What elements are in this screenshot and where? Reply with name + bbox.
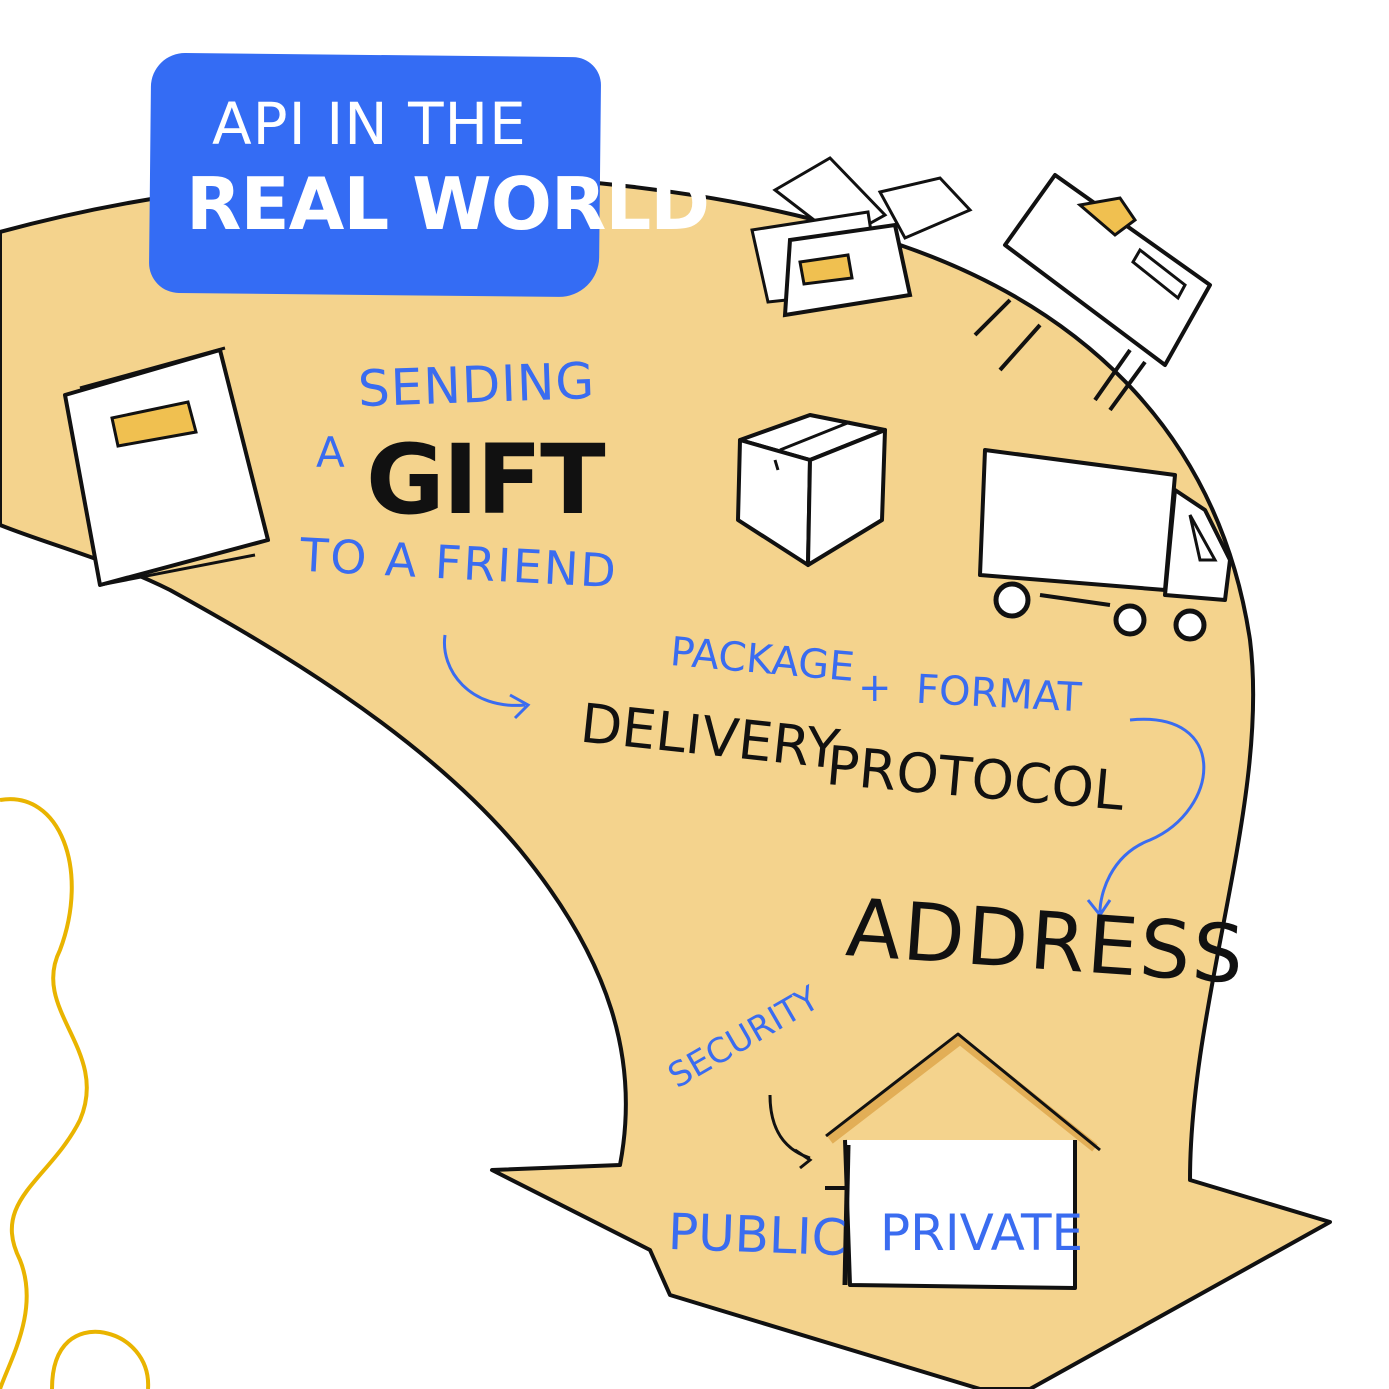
tickets-icon — [750, 156, 973, 318]
title-line-2: REAL WORLD — [186, 162, 710, 246]
box-icon — [736, 413, 887, 567]
decorative-squiggle — [0, 797, 89, 1389]
label-plus: + — [858, 665, 892, 711]
arrow-gift-to-delivery — [442, 634, 531, 720]
house-icon — [825, 1032, 1101, 1290]
label-sending: SENDING — [357, 351, 597, 419]
label-format: FORMAT — [914, 666, 1083, 722]
arrow-security-to-house — [768, 1094, 813, 1170]
book-icon — [63, 346, 270, 587]
label-gift: GIFT — [366, 424, 606, 536]
truck-icon — [978, 448, 1232, 642]
suitcase-icon — [973, 173, 1212, 412]
label-public: PUBLIC — [667, 1202, 848, 1268]
label-private: PRIVATE — [880, 1204, 1084, 1262]
arrow-format-to-address — [1086, 717, 1206, 918]
label-a: A — [316, 428, 345, 477]
decorative-circle — [50, 1329, 151, 1389]
title-line-1: API IN THE — [212, 90, 527, 158]
